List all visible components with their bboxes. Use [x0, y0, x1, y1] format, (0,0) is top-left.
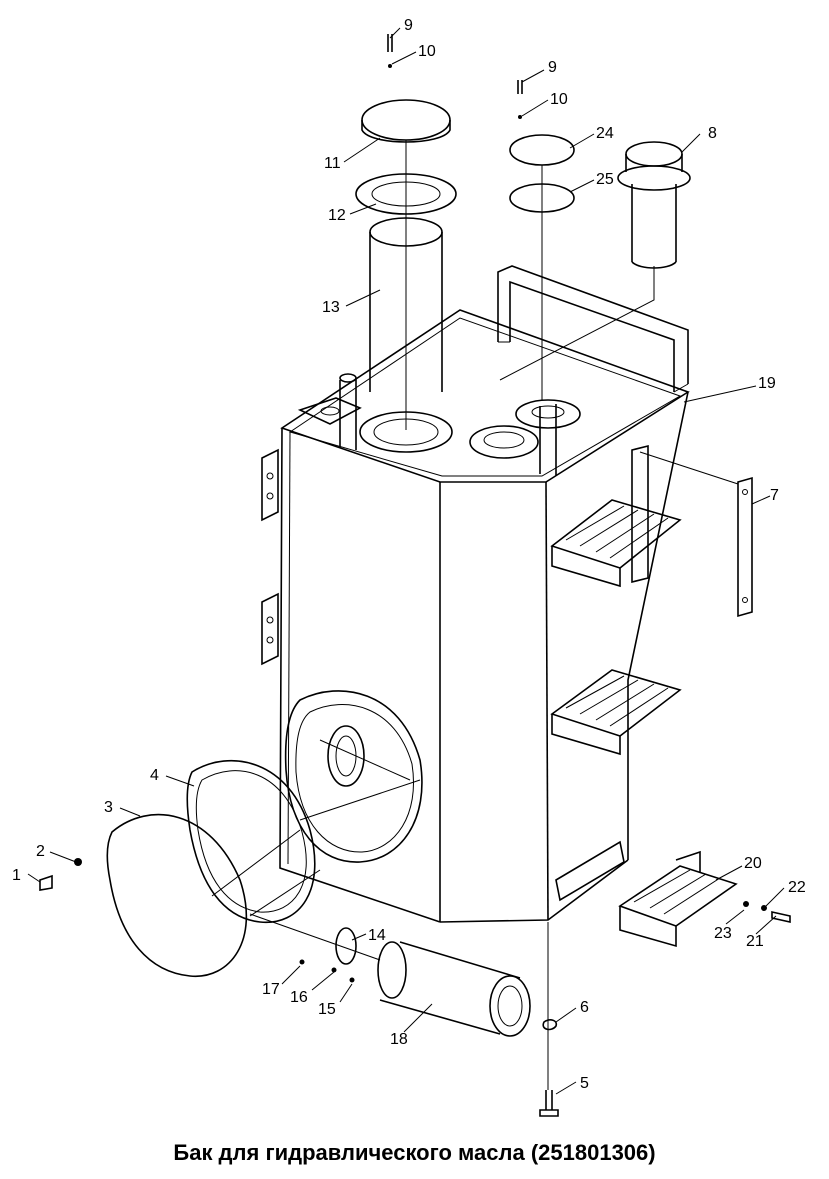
callout-labels: 1 2 3 4 5 6 7 8 9 10 9 10 11 12 13 14 15… [12, 17, 806, 1092]
callout-20: 20 [744, 855, 762, 872]
callout-25: 25 [596, 171, 614, 188]
callout-23: 23 [714, 925, 732, 942]
callout-21: 21 [746, 933, 764, 950]
callout-14: 14 [368, 927, 386, 944]
leader-lines [27, 27, 785, 1095]
callout-4: 4 [150, 767, 159, 784]
steps [550, 499, 738, 948]
tank-body [261, 309, 690, 923]
callout-12: 12 [328, 207, 346, 224]
callout-22: 22 [788, 879, 806, 896]
callout-19: 19 [758, 375, 776, 392]
callout-3: 3 [104, 799, 113, 816]
handle [497, 265, 689, 393]
callout-11: 11 [324, 155, 341, 172]
callout-13: 13 [322, 299, 340, 316]
filter-element [249, 913, 531, 1037]
callout-1: 1 [12, 867, 21, 884]
callout-10a: 10 [418, 43, 436, 60]
callout-2: 2 [36, 843, 45, 860]
callout-10b: 10 [550, 91, 568, 108]
bar [631, 444, 753, 618]
fasteners [39, 858, 791, 1117]
callout-9a: 9 [404, 17, 413, 34]
diagram-caption: Бак для гидравлического масла (251801306… [173, 1140, 656, 1165]
callout-5: 5 [580, 1075, 589, 1092]
callout-9b: 9 [548, 59, 557, 76]
top-ports [297, 373, 581, 476]
callout-8: 8 [708, 125, 717, 142]
callout-24: 24 [596, 125, 614, 142]
callout-15: 15 [318, 1001, 336, 1018]
cover-and-gasket [106, 759, 321, 977]
callout-6: 6 [580, 999, 589, 1016]
callout-17: 17 [262, 981, 280, 998]
top-covers [355, 34, 691, 430]
callout-18: 18 [390, 1031, 408, 1048]
callout-16: 16 [290, 989, 308, 1006]
side-flange [284, 690, 423, 863]
callout-7: 7 [770, 487, 779, 504]
